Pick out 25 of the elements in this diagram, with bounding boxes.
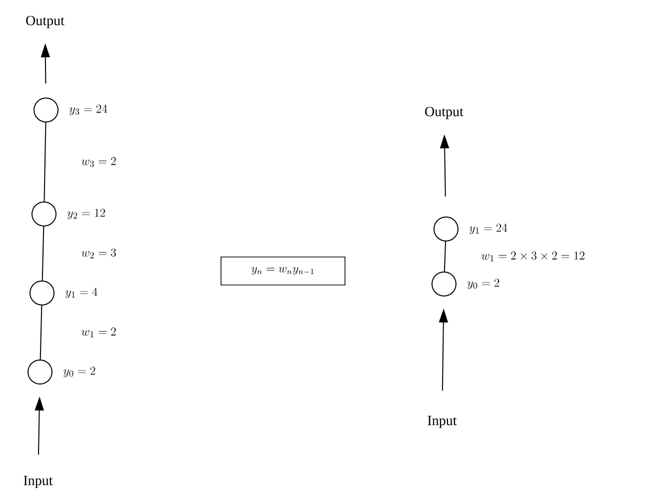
io-label: Output (26, 16, 64, 28)
edge-label: $w_3 = 2$ (82, 156, 116, 167)
circle-node (434, 216, 458, 242)
value-label: $y_1 = 4$ (66, 288, 98, 298)
connector-line (40, 304, 42, 360)
formula-box: $y_n = w_n y_{n-1}$ (220, 256, 346, 286)
io-label: Input (24, 476, 53, 488)
edge-label: $w_1 = 2$ (82, 327, 116, 338)
connector-line (42, 226, 44, 281)
circle-node (30, 280, 54, 306)
value-label: $y_0 = 2$ (64, 366, 96, 378)
circle-node (32, 202, 56, 226)
edge-label: $w_1 = 2 \times 3 \times 2 = 12$ (482, 251, 584, 262)
circle-node (34, 98, 58, 122)
connector-line (444, 240, 446, 272)
circle-node (28, 359, 52, 384)
connector-line (44, 122, 46, 202)
circle-node (432, 271, 456, 296)
io-label: Output (425, 106, 464, 120)
value-label: $y_0 = 2$ (468, 278, 500, 290)
value-label: $y_2 = 12$ (68, 208, 105, 220)
value-label: $y_3 = 24$ (70, 104, 108, 116)
io-label: Input (428, 416, 457, 428)
edge-label: $w_2 = 3$ (82, 248, 116, 258)
value-label: $y_1 = 24$ (470, 224, 508, 234)
